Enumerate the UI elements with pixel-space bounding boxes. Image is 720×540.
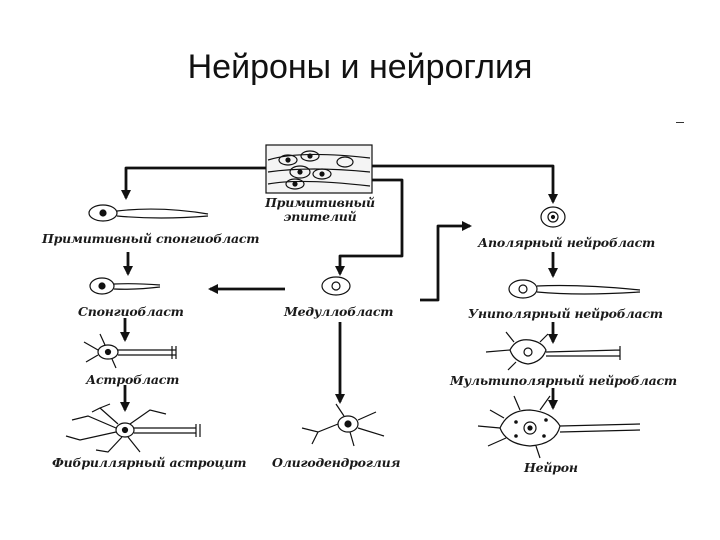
label-spongioblast: Спонгиобласт [78, 304, 184, 319]
lineage-arrows [120, 164, 558, 412]
astroblast-cell [83, 333, 177, 369]
fibrillar-astrocyte-cell [65, 403, 201, 453]
multipolar-neuroblast-cell [485, 331, 621, 371]
spongioblast-cell [89, 277, 161, 295]
label-unipolar-neuroblast: Униполярный нейробласт [468, 306, 663, 321]
label-oligodendroglia: Олигодендроглия [272, 455, 401, 470]
unipolar-neuroblast-cell [508, 279, 641, 299]
oligodendroglia-cell [301, 403, 385, 447]
arrow-epithelium-to-apolar [372, 164, 558, 204]
arrow-to-apolar-label [420, 221, 472, 302]
label-multipolar-neuroblast: Мультиполярный нейробласт [450, 373, 677, 388]
label-primitive-epithelium: Примитивный эпителий [265, 195, 375, 224]
medulloblast-cell [321, 276, 351, 296]
label-primitive-spongioblast: Примитивный спонгиобласт [42, 231, 260, 246]
label-medulloblast: Медуллобласт [284, 304, 394, 319]
neuron-cell [477, 395, 641, 459]
arrow-epithelium-to-medulloblast [335, 178, 404, 276]
label-neuron: Нейрон [524, 460, 578, 475]
page-title: Нейроны и нейроглия [187, 48, 533, 86]
dash-mark [676, 122, 684, 123]
label-astroblast: Астробласт [86, 372, 180, 387]
primitive-spongioblast-cell [88, 204, 209, 222]
apolar-neuroblast-cell [540, 206, 566, 228]
arrow-epithelium-to-primitive-spongioblast [121, 166, 266, 200]
epithelium-cells [265, 144, 373, 194]
label-apolar-neuroblast: Аполярный нейробласт [478, 235, 656, 250]
label-fibrillar-astrocyte: Фибриллярный астроцит [52, 455, 247, 470]
